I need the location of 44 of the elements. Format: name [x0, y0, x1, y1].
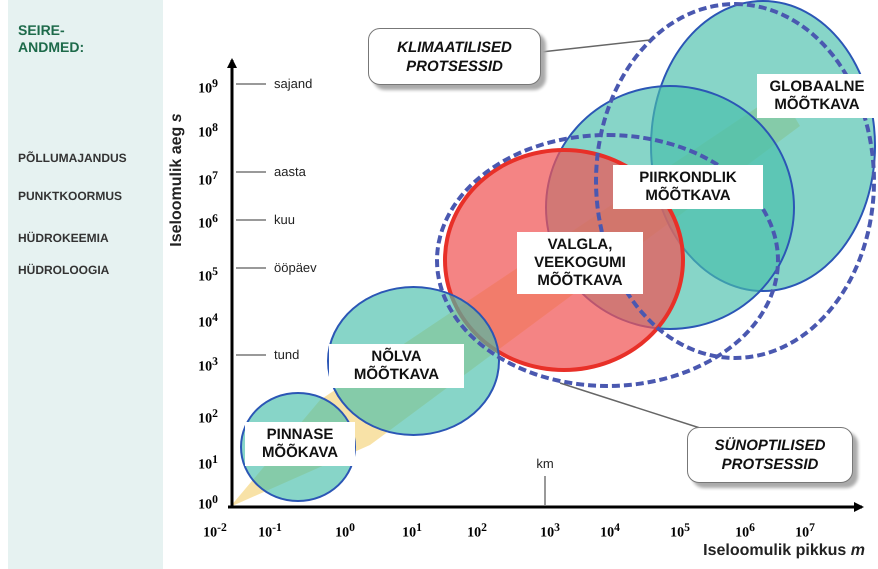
- tick-label: 10$^{4}$: [599, 520, 621, 543]
- tick-label: 10$^{2}$: [197, 406, 219, 429]
- tick-label: 10$^{-1}$: [257, 520, 283, 543]
- tick-label: 10$^{5}$: [197, 264, 219, 287]
- leader-line: [560, 382, 700, 429]
- tick-label: 10$^{3}$: [197, 354, 219, 377]
- tick-label: 10$^{0}$: [334, 520, 356, 543]
- scale-label: PINNASE MÕÕKAVA: [245, 422, 355, 466]
- tick-label: 10$^{0}$: [197, 492, 219, 515]
- time-scale-label: kuu: [274, 212, 295, 228]
- data-category-label: HÜDROKEEMIA: [18, 230, 109, 246]
- axis-title: Iseloomulik pikkus m: [702, 541, 865, 561]
- data-category-label: PUNKTKOORMUS: [18, 188, 122, 204]
- tick-label: 10$^{4}$: [197, 310, 219, 333]
- tick-label: 10$^{-2}$: [202, 520, 228, 543]
- time-scale-label: aasta: [274, 164, 306, 180]
- data-category-label: HÜDROLOOGIA: [18, 262, 110, 278]
- scale-label: VALGLA, VEEKOGUMI MÕÕTKAVA: [517, 232, 643, 294]
- callout-box: [368, 28, 541, 85]
- tick-label: 10$^{8}$: [197, 120, 219, 143]
- scale-label: NÕLVA MÕÕTKAVA: [329, 344, 464, 388]
- tick-label: 10$^{9}$: [197, 76, 219, 99]
- scale-label: GLOBAALNE MÕÕTKAVA: [757, 74, 877, 118]
- tick-label: 10$^{6}$: [197, 211, 219, 234]
- callout-box: [687, 427, 853, 483]
- data-category-label: PÕLLUMAJANDUS: [18, 150, 127, 166]
- time-scale-label: ööpäev: [274, 260, 317, 276]
- tick-label: 10$^{6}$: [734, 520, 756, 543]
- tick-label: 10$^{7}$: [794, 520, 816, 543]
- tick-label: 10$^{7}$: [197, 168, 219, 191]
- tick-label: 10$^{3}$: [539, 520, 561, 543]
- tick-label: 10$^{1}$: [401, 520, 423, 543]
- length-scale-label: km: [535, 456, 555, 472]
- callout-text: KLIMAATILISED PROTSESSID: [396, 38, 513, 76]
- tick-label: 10$^{2}$: [466, 520, 488, 543]
- scale-label: PIIRKONDLIK MÕÕTKAVA: [613, 165, 763, 209]
- tick-label: 10$^{1}$: [197, 452, 219, 475]
- time-scale-label: tund: [274, 347, 300, 363]
- panel-heading: SEIRE- ANDMED:: [18, 22, 86, 56]
- axis-title: Iseloomulik aeg s: [167, 112, 186, 249]
- time-scale-label: sajand: [274, 76, 312, 92]
- tick-label: 10$^{5}$: [669, 520, 691, 543]
- leader-line: [540, 39, 650, 53]
- callout-text: SÜNOPTILISED PROTSESSID: [714, 436, 826, 474]
